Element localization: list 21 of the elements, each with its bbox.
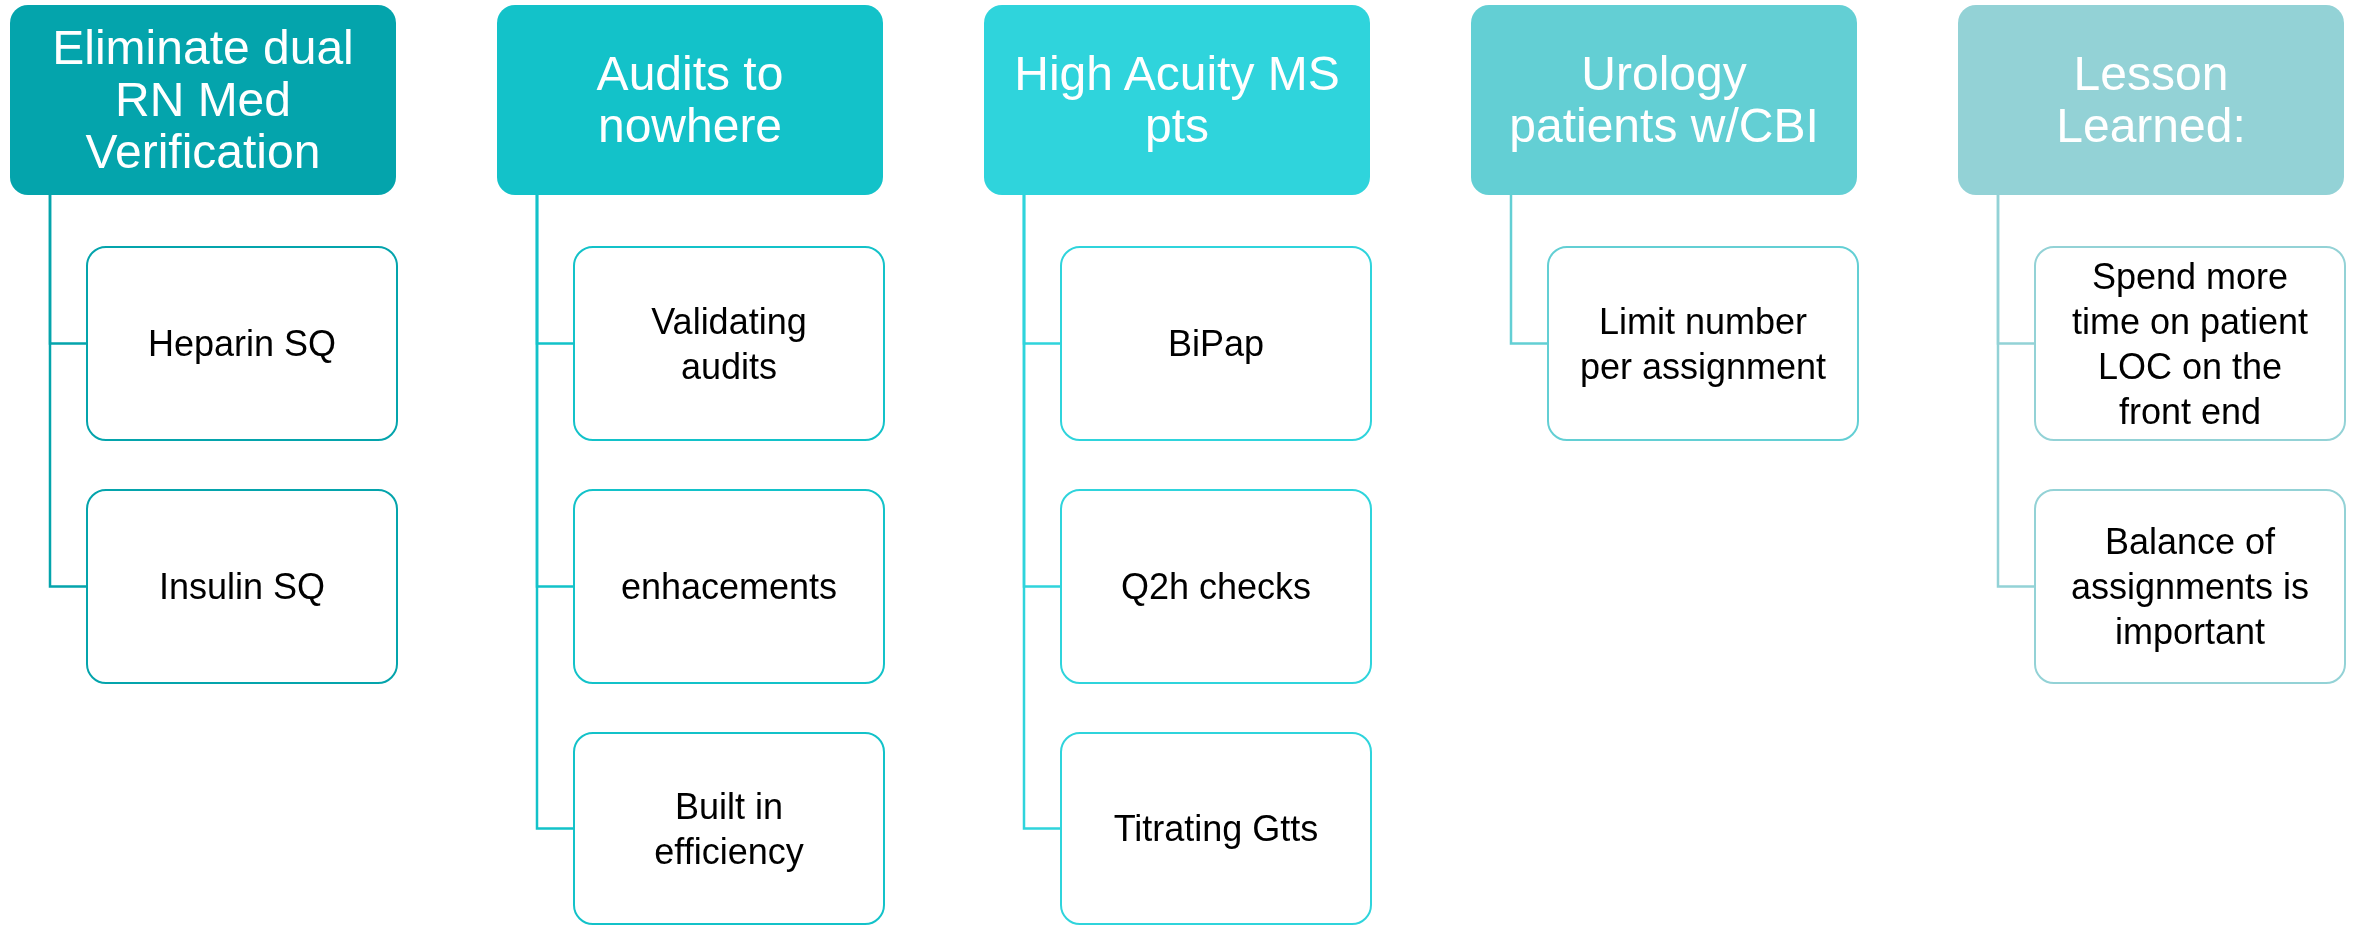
item-box: Insulin SQ: [86, 489, 398, 684]
item-box: Validating audits: [573, 246, 885, 441]
item-box: Titrating Gtts: [1060, 732, 1372, 925]
connector-line: [535, 195, 573, 830]
item-box: BiPap: [1060, 246, 1372, 441]
item-box: Built in efficiency: [573, 732, 885, 925]
item-box: Heparin SQ: [86, 246, 398, 441]
item-box: Q2h checks: [1060, 489, 1372, 684]
item-box: Limit number per assignment: [1547, 246, 1859, 441]
item-box: Balance of assignments is important: [2034, 489, 2346, 684]
category-header: Eliminate dual RN Med Verification: [10, 5, 396, 195]
item-box: Spend more time on patient LOC on the front end: [2034, 246, 2346, 441]
category-header: Urology patients w/CBI: [1471, 5, 1857, 195]
category-header: Audits to nowhere: [497, 5, 883, 195]
connector-line: [1996, 195, 2034, 588]
connector-line: [1509, 195, 1547, 345]
category-header: High Acuity MS pts: [984, 5, 1370, 195]
category-header: Lesson Learned:: [1958, 5, 2344, 195]
item-box: enhacements: [573, 489, 885, 684]
connector-line: [1022, 195, 1060, 830]
connector-line: [48, 195, 86, 588]
